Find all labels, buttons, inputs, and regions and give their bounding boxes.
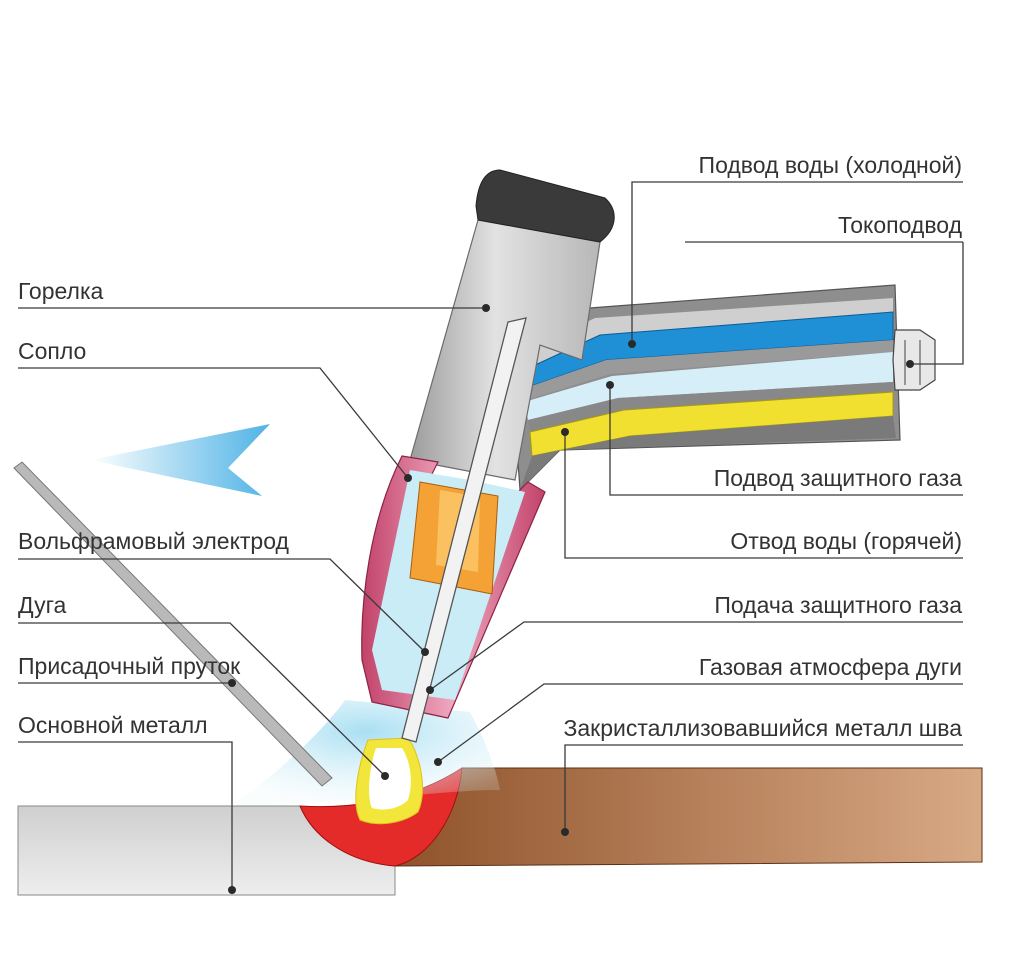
tungsten-electrode (401, 317, 527, 743)
label-shield-gas-in: Подвод защитного газа (713, 465, 962, 491)
label-current-lead: Токоподвод (838, 212, 962, 238)
label-tungsten-electrode: Вольфрамовый электрод (18, 528, 289, 554)
cable-assembly (509, 284, 936, 492)
label-nozzle: Сопло (18, 338, 87, 364)
label-solidified-weld-metal: Закристаллизовавшийся металл шва (563, 715, 962, 741)
label-shield-gas-feed: Подача защитного газа (714, 592, 962, 618)
label-cold-water-in: Подвод воды (холодной) (698, 152, 962, 178)
arc-shape (355, 737, 424, 825)
label-torch: Горелка (18, 278, 104, 304)
label-arc: Дуга (18, 592, 67, 618)
leader-lines (18, 181, 964, 894)
label-filler-rod: Присадочный пруток (18, 653, 241, 679)
label-hot-water-out: Отвод воды (горячей) (730, 528, 962, 554)
filler-rod (13, 461, 333, 787)
travel-direction-arrow-icon (90, 424, 270, 496)
label-base-metal: Основной металл (18, 712, 208, 738)
label-arc-gas-atmosphere: Газовая атмосфера дуги (698, 654, 962, 680)
